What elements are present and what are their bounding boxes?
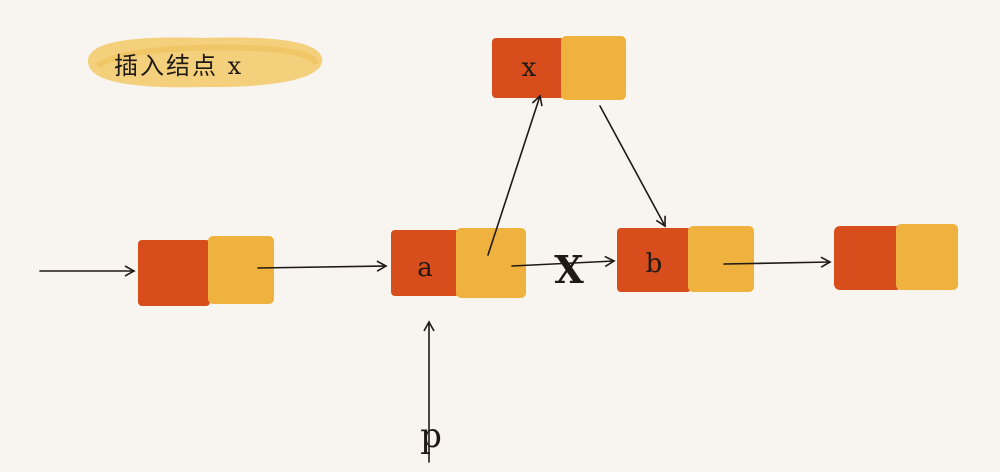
node-head bbox=[138, 236, 274, 306]
node-a-data-cell bbox=[391, 230, 459, 296]
node-b-next-cell bbox=[688, 226, 754, 292]
highlight-blob bbox=[87, 37, 323, 88]
arrow-a-to-x bbox=[487, 94, 543, 256]
node-tail bbox=[834, 224, 958, 290]
node-x-data-cell bbox=[492, 38, 564, 98]
node-x-label: x bbox=[522, 53, 537, 83]
node-b: b bbox=[617, 226, 754, 292]
pointer-label-p: p bbox=[420, 416, 442, 456]
diagram-title: 插入结点 x bbox=[114, 52, 244, 80]
arrow-head-to-a bbox=[257, 260, 388, 272]
arrow-x-to-b bbox=[599, 105, 666, 228]
node-a-label: a bbox=[417, 253, 433, 283]
cross-mark: X bbox=[554, 247, 584, 292]
node-head-next-cell bbox=[208, 236, 274, 304]
node-tail-next-cell bbox=[896, 224, 958, 290]
arrow-b-to-tail bbox=[723, 256, 832, 268]
node-a-next-cell bbox=[456, 228, 526, 298]
title-highlight: 插入结点 x bbox=[78, 30, 328, 94]
node-head-data-cell bbox=[138, 240, 210, 306]
node-x: x bbox=[492, 36, 626, 100]
arrow-a-to-b-removed bbox=[511, 255, 616, 268]
node-tail-data-cell bbox=[834, 226, 902, 290]
node-b-label: b bbox=[646, 249, 663, 279]
node-b-data-cell bbox=[617, 228, 691, 292]
node-x-next-cell bbox=[561, 36, 626, 100]
node-a: a bbox=[391, 228, 526, 298]
